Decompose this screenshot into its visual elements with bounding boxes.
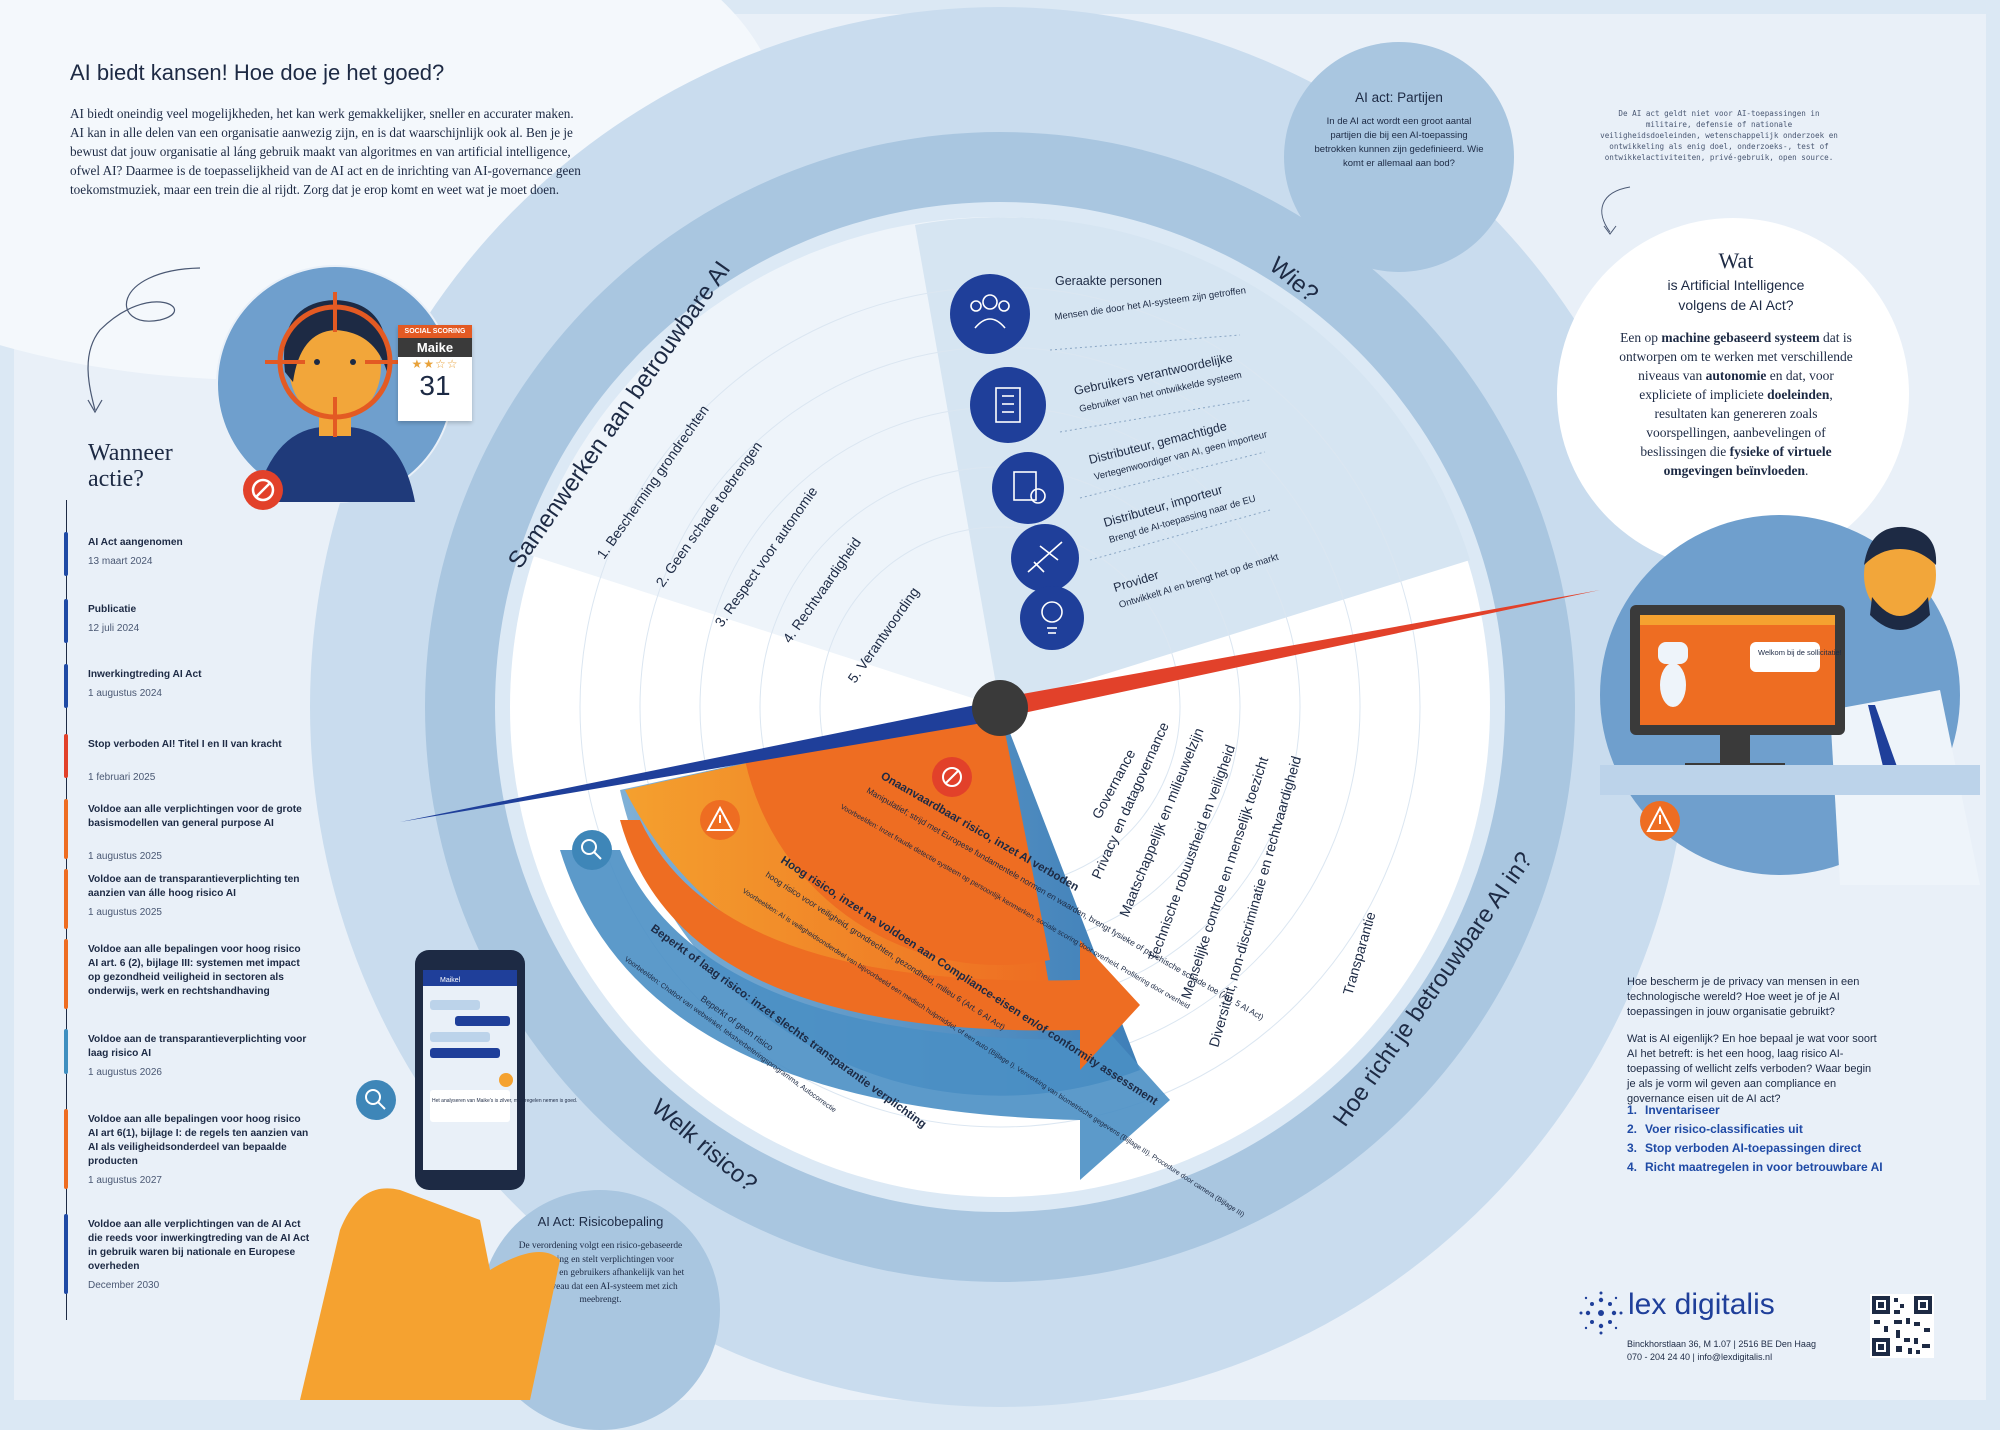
timeline-item-title: Inwerkingtreding AI Act (88, 669, 202, 680)
wat-circle (1557, 218, 1909, 570)
warning-icon (700, 800, 740, 840)
airplane-icon (1027, 541, 1063, 573)
lightbulb-icon (1041, 601, 1063, 634)
partijen-circle: AI act: Partijen In de AI act wordt een … (1284, 42, 1514, 272)
wat-title: Wat (1718, 248, 1754, 273)
phone-scene: Maikel Het analyseren van Maike's is zil… (300, 950, 577, 1400)
recruitment-scene: Welkom bij de sollicitatie! (1600, 515, 1980, 885)
people-icon (970, 294, 1010, 329)
prohibited-icon (932, 757, 972, 797)
wat-section: Wat is Artificial Intelligence volgens d… (1556, 218, 1916, 480)
hoog-risico-arrow (620, 820, 1140, 1070)
timeline-item-date: 1 augustus 2026 (88, 1067, 162, 1078)
timeline-item-date: 1 augustus 2025 (88, 851, 162, 862)
needle-hub (972, 680, 1028, 736)
phone-message: Het analyseren van Maike's is zilver, ma… (432, 1098, 577, 1104)
phone-contact: Maikel (440, 977, 461, 984)
timeline-item-date: 1 augustus 2024 (88, 688, 162, 699)
timeline-marker (64, 1109, 68, 1189)
timeline-marker (64, 532, 68, 576)
timeline-item-date: 13 maart 2024 (88, 556, 153, 567)
qr-code[interactable] (1870, 1294, 1934, 1358)
timeline-item-title: Stop verboden AI! Titel I en II van krac… (88, 739, 282, 750)
certificate-icon (1013, 471, 1046, 504)
exclusion-note: De AI act geldt niet voor AI-toepassinge… (1600, 109, 1838, 162)
timeline-item-title: Voldoe aan de transparantieverplichting … (88, 874, 300, 899)
timeline-item-date: 12 juli 2024 (88, 623, 140, 634)
timeline-marker (64, 799, 68, 859)
timeline-item-date: 1 februari 2025 (88, 772, 156, 783)
needle-left (400, 700, 1000, 822)
wat-subtitle-1: is Artificial Intelligence (1667, 277, 1805, 293)
needle-right (1000, 590, 1600, 718)
avatar-surveillance (216, 265, 454, 510)
timeline-item-date: 1 augustus 2025 (88, 907, 162, 918)
timeline-item-title: Voldoe aan alle bepalingen voor hoog ris… (88, 1114, 309, 1167)
intro-title: AI biedt kansen! Hoe doe je het goed? (70, 60, 445, 85)
questions: Hoe bescherm je de privacy van mensen in… (1627, 975, 1877, 1119)
card-header: SOCIAL SCORING (398, 325, 472, 338)
risicobepaling-body: De verordening volgt een risico-gebaseer… (516, 1241, 685, 1305)
timeline-item-title: Publicatie (88, 604, 137, 615)
wat-definition: Een op machine gebaseerd systeem dat is … (1619, 330, 1853, 478)
timeline-item-date: December 2030 (88, 1280, 160, 1291)
intro-body: AI biedt oneindig veel mogelijkheden, he… (70, 106, 581, 197)
timeline-marker (64, 599, 68, 643)
timeline-marker (64, 734, 68, 778)
search-icon (356, 1080, 396, 1120)
timeline-item-title: AI Act aangenomen (88, 537, 183, 548)
timeline-marker (64, 1214, 68, 1294)
step-item: 2.Voer risico-classificaties uit (1627, 1122, 1803, 1136)
timeline-marker (64, 1029, 68, 1074)
timeline-item-title: Voldoe aan alle verplichtingen van de AI… (88, 1219, 310, 1272)
decorative-arrow-icon (1601, 186, 1631, 235)
social-scoring-card: SOCIAL SCORING Maike ★★☆☆ 31 (398, 325, 472, 421)
warning-icon (1640, 801, 1680, 841)
footer-address: Binckhorstlaan 36, M 1.07 | 2516 BE Den … (1627, 1339, 1816, 1362)
step-item: 1.Inventariseer (1627, 1103, 1720, 1117)
partijen-title: AI act: Partijen (1355, 90, 1443, 105)
timeline-item-date: 1 augustus 2027 (88, 1175, 162, 1186)
timeline-item-title: Voldoe aan alle bepalingen voor hoog ris… (88, 944, 301, 997)
step-item: 4.Richt maatregelen in voor betrouwbare … (1627, 1160, 1883, 1174)
logo-icon (1579, 1291, 1623, 1335)
building-icon (995, 387, 1021, 423)
card-number: 31 (419, 370, 451, 401)
monitor-bubble: Welkom bij de sollicitatie! (1758, 648, 1842, 657)
onaanvaardbaar-sector (745, 707, 1050, 966)
timeline-marker (64, 869, 68, 929)
laag-risico-arrow (560, 850, 1170, 1180)
brand-logo: lex digitalis (1578, 1288, 1775, 1341)
timeline-heading: Wanneer actie? (88, 440, 173, 492)
risicobepaling-title: AI Act: Risicobepaling (537, 1214, 664, 1229)
partijen-body: In de AI act wordt een groot aantal part… (1314, 116, 1484, 169)
decorative-arrow-icon (87, 267, 201, 414)
timeline-marker (64, 939, 68, 1009)
steps-list: 1.Inventariseer 2.Voer risico-classificat… (1627, 1101, 1883, 1177)
question-1: Hoe bescherm je de privacy van mensen in… (1627, 976, 1860, 1018)
svg-text:Geraakte personen: Geraakte personen (1055, 274, 1162, 288)
intro-section: AI biedt kansen! Hoe doe je het goed? AI… (70, 60, 590, 199)
step-item: 3.Stop verboden AI-toepassingen direct (1627, 1141, 1862, 1155)
timeline-marker (64, 664, 68, 708)
wat-subtitle-2: volgens de AI Act? (1678, 297, 1794, 313)
timeline-item-title: Voldoe aan alle verplichtingen voor de g… (88, 804, 302, 829)
rating-stars: ★★☆☆ (411, 357, 459, 371)
card-name: Maike (398, 338, 472, 357)
question-2: Wat is AI eigenlijk? En hoe bepaal je wa… (1627, 1033, 1877, 1105)
timeline-item-title: Voldoe aan de transparantieverplichting … (88, 1034, 307, 1059)
brand-name: lex digitalis (1628, 1288, 1775, 1321)
search-icon (572, 830, 612, 870)
